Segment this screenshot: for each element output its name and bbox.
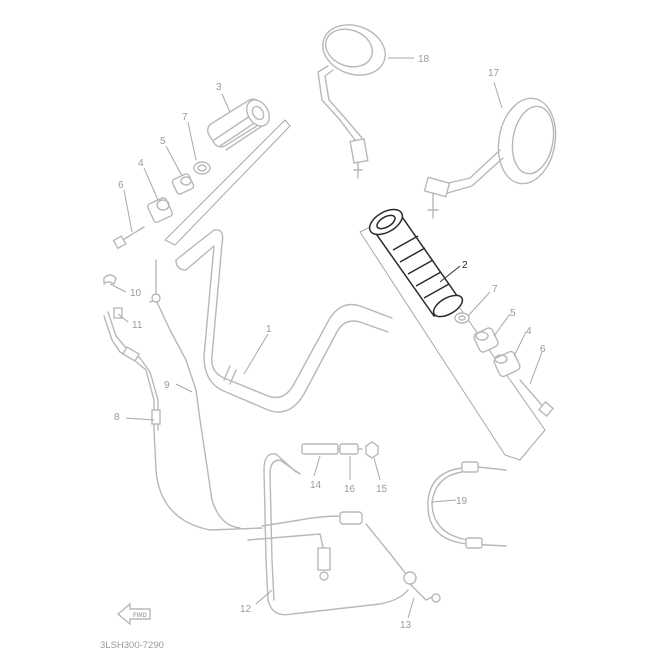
callout-7-left[interactable]: 7: [182, 112, 188, 123]
forward-arrow-icon: FWD: [116, 602, 151, 626]
callout-9[interactable]: 9: [164, 380, 170, 391]
callout-15[interactable]: 15: [376, 484, 388, 495]
left-small-parts[interactable]: [112, 161, 211, 250]
callout-leaders: [109, 57, 543, 619]
callout-3[interactable]: 3: [216, 82, 222, 93]
throttle-grip-left[interactable]: [164, 96, 291, 246]
callout-4-left[interactable]: 4: [138, 158, 144, 169]
mirror-left[interactable]: [316, 17, 393, 179]
handlebar-grip-right[interactable]: [359, 204, 546, 461]
callout-12[interactable]: 12: [240, 604, 252, 615]
cables-left[interactable]: [103, 259, 263, 531]
callout-13[interactable]: 13: [400, 620, 412, 631]
callout-6-right[interactable]: 6: [540, 344, 546, 355]
right-small-parts[interactable]: [454, 312, 555, 418]
handlebar[interactable]: [175, 229, 393, 413]
callout-11[interactable]: 11: [132, 320, 143, 331]
callout-7-right[interactable]: 7: [492, 284, 498, 295]
callout-18[interactable]: 18: [418, 54, 430, 65]
callout-5-right[interactable]: 5: [510, 308, 516, 319]
callout-10[interactable]: 10: [130, 288, 142, 299]
callout-19[interactable]: 19: [456, 496, 468, 507]
mirror-right[interactable]: [423, 94, 562, 219]
callout-8[interactable]: 8: [114, 412, 120, 423]
adjuster-parts[interactable]: [301, 441, 379, 459]
callout-6-left[interactable]: 6: [118, 180, 124, 191]
callout-1[interactable]: 1: [266, 324, 272, 335]
callout-16[interactable]: 16: [344, 484, 356, 495]
callout-5-left[interactable]: 5: [160, 136, 166, 147]
callout-17[interactable]: 17: [488, 68, 500, 79]
cable-end-13[interactable]: [409, 583, 441, 603]
svg-text:FWD: FWD: [133, 613, 147, 619]
callout-4-right[interactable]: 4: [526, 326, 532, 337]
callout-14[interactable]: 14: [310, 480, 322, 491]
callout-2[interactable]: 2: [462, 260, 468, 271]
throttle-cable[interactable]: [247, 453, 417, 616]
diagram-code: 3LSH300-7290: [100, 640, 164, 651]
